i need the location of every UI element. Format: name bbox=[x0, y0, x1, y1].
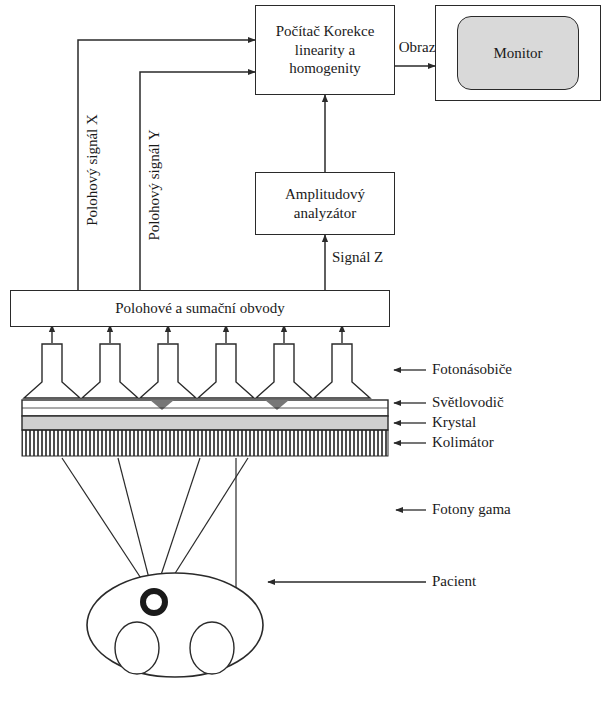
crystal bbox=[22, 416, 388, 430]
signal-arrow bbox=[225, 325, 226, 343]
box-text: Počítač Korekce linearity a homogenity bbox=[256, 18, 394, 82]
photomultiplier bbox=[256, 344, 312, 398]
signal-label: Obraz bbox=[399, 38, 436, 56]
signal-label: Polohový signál Y bbox=[145, 129, 163, 240]
signal-connector bbox=[395, 65, 435, 67]
collimator bbox=[22, 430, 388, 456]
callout-arrows bbox=[268, 370, 426, 582]
box-text: Polohové a sumační obvody bbox=[107, 295, 293, 322]
signal-connector bbox=[78, 40, 255, 290]
photomultiplier-tubes bbox=[24, 325, 370, 398]
computer-box: Počítač Korekce linearity a homogenity bbox=[255, 5, 395, 95]
signal-arrow bbox=[283, 325, 284, 343]
analyzer-box: Amplitudový analyzátor bbox=[255, 172, 395, 235]
circuit-box: Polohové a sumační obvody bbox=[10, 290, 390, 327]
photomultiplier bbox=[198, 344, 254, 398]
part-label: Krystal bbox=[432, 413, 476, 431]
signal-arrow bbox=[51, 325, 52, 343]
part-label: Světlovodič bbox=[432, 393, 504, 411]
signal-connector bbox=[140, 72, 255, 290]
signal-label: Polohový signál X bbox=[83, 114, 101, 226]
part-label: Pacient bbox=[432, 572, 476, 590]
box-text: Amplitudový analyzátor bbox=[256, 181, 394, 227]
photomultiplier bbox=[24, 344, 80, 398]
signal-arrow bbox=[341, 325, 342, 343]
monitor-box: Monitor bbox=[435, 5, 601, 101]
signal-arrow bbox=[109, 325, 110, 343]
part-label: Fotonásobiče bbox=[432, 360, 512, 378]
photomultiplier bbox=[140, 344, 196, 398]
part-label: Fotony gama bbox=[432, 500, 511, 518]
light-guide-divider bbox=[22, 408, 388, 409]
monitor-screen: Monitor bbox=[457, 16, 579, 90]
box-text: Monitor bbox=[485, 40, 550, 67]
signal-connector bbox=[324, 235, 326, 290]
patient bbox=[87, 573, 263, 677]
signal-arrow bbox=[167, 325, 168, 343]
light-guide-wedge bbox=[265, 400, 289, 410]
part-label: Kolimátor bbox=[432, 433, 494, 451]
light-guide bbox=[22, 400, 388, 416]
light-guide-wedge bbox=[150, 400, 174, 410]
signal-connector bbox=[324, 95, 326, 172]
signal-label: Signál Z bbox=[332, 248, 383, 266]
photomultiplier bbox=[314, 344, 370, 398]
photomultiplier bbox=[82, 344, 138, 398]
